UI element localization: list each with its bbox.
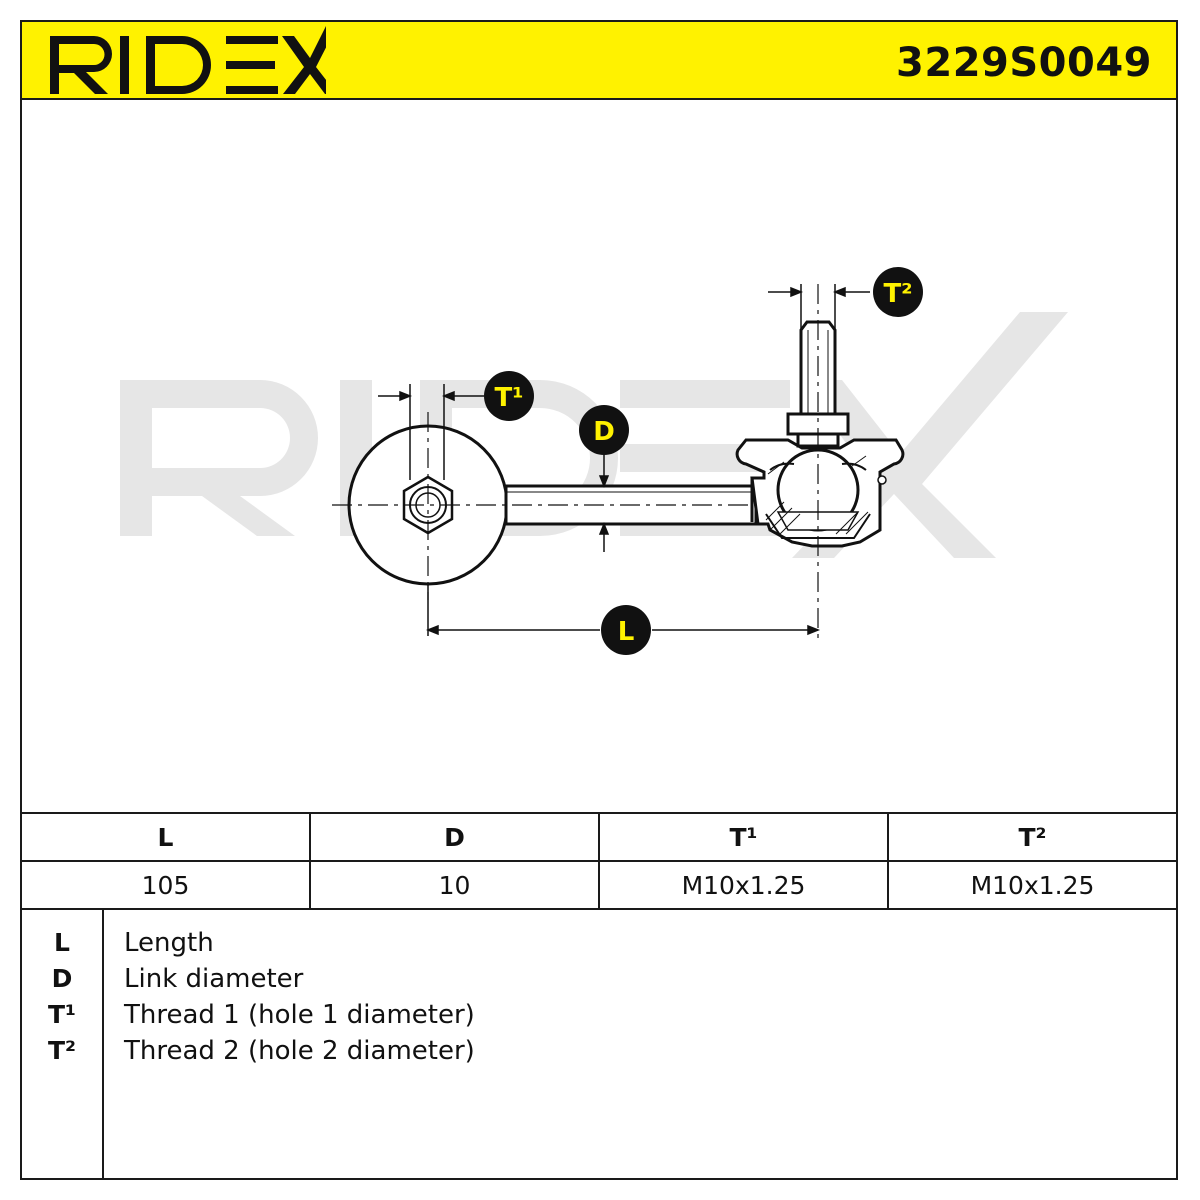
spec-table: L D T¹ T² 105 10 M10x1.25 M10x1.25 <box>20 812 1178 910</box>
spec-header-cell: T¹ <box>598 812 889 862</box>
svg-text:T²: T² <box>883 279 912 309</box>
legend-item: D Link diameter <box>22 964 1176 1000</box>
svg-text:D: D <box>593 417 615 447</box>
t1-dimension <box>378 384 484 480</box>
legend: L Length D Link diameter T¹ Thread 1 (ho… <box>20 910 1178 1180</box>
part-number: 3229S0049 <box>896 40 1152 86</box>
legend-key: L <box>54 928 70 957</box>
t2-dimension <box>768 284 870 330</box>
legend-desc: Length <box>124 928 214 958</box>
header-bar: 3229S0049 <box>20 20 1178 100</box>
technical-drawing: T² T¹ D L <box>120 267 1068 655</box>
ridex-logo <box>50 26 326 94</box>
l-dimension <box>425 585 821 636</box>
legend-desc: Link diameter <box>124 964 304 994</box>
legend-key: T¹ <box>47 1000 76 1029</box>
legend-key: T² <box>47 1036 76 1065</box>
spec-value-cell: 10 <box>309 860 600 910</box>
spec-header-cell: L <box>20 812 311 862</box>
legend-item: L Length <box>22 928 1176 964</box>
spec-value-cell: 105 <box>20 860 311 910</box>
spec-value-cell: M10x1.25 <box>598 860 889 910</box>
badge-d: D <box>579 405 629 455</box>
spec-value-cell: M10x1.25 <box>887 860 1178 910</box>
badge-t1: T¹ <box>484 371 534 421</box>
spec-header-cell: T² <box>887 812 1178 862</box>
legend-desc: Thread 1 (hole 1 diameter) <box>124 1000 475 1030</box>
badge-t2: T² <box>873 267 923 317</box>
svg-text:T¹: T¹ <box>494 383 523 413</box>
spec-header-cell: D <box>309 812 600 862</box>
legend-item: T¹ Thread 1 (hole 1 diameter) <box>22 1000 1176 1036</box>
housing-hatching <box>765 455 869 535</box>
svg-text:L: L <box>618 617 635 647</box>
d-dimension <box>598 454 610 552</box>
legend-desc: Thread 2 (hole 2 diameter) <box>124 1036 475 1066</box>
spec-header-row: L D T¹ T² <box>20 812 1178 862</box>
legend-item: T² Thread 2 (hole 2 diameter) <box>22 1036 1176 1072</box>
spec-value-row: 105 10 M10x1.25 M10x1.25 <box>20 860 1178 910</box>
badge-l: L <box>601 605 651 655</box>
legend-key: D <box>51 964 73 993</box>
legend-divider <box>102 910 104 1178</box>
